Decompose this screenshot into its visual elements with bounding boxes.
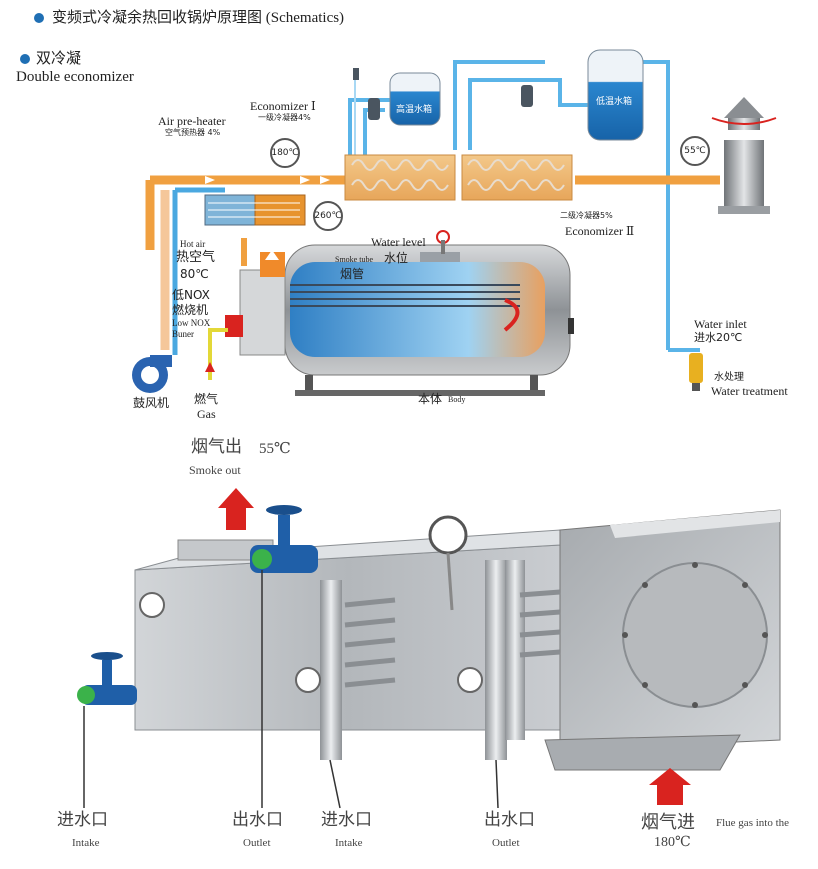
water-treatment-cn: 水处理 bbox=[714, 372, 744, 383]
subtitle-cn: 双冷凝 bbox=[36, 49, 82, 67]
economizer1-en: Economizer Ⅰ bbox=[250, 99, 316, 113]
inlet-valve-icon bbox=[77, 652, 137, 705]
outlet-1-en: Outlet bbox=[243, 837, 271, 849]
water-level-en: Water level bbox=[371, 235, 426, 249]
flue-in-cn: 烟气进 bbox=[641, 812, 695, 833]
economizer-1 bbox=[344, 154, 456, 201]
pump-icons bbox=[353, 68, 533, 120]
smoke-out-cn: 烟气出 bbox=[191, 437, 242, 457]
gauge-55: 55℃ bbox=[680, 136, 710, 166]
outlet-2-en: Outlet bbox=[492, 837, 520, 849]
air-preheater-cn: 空气预热器 4% bbox=[165, 128, 221, 137]
burner-en-1: Low NOX bbox=[172, 318, 211, 328]
subtitle-en: Double economizer bbox=[16, 69, 134, 85]
gas-en: Gas bbox=[197, 407, 216, 421]
flue-in-temp: 180℃ bbox=[654, 835, 691, 850]
intake-1-en: Intake bbox=[72, 837, 100, 849]
intake-2-cn: 进水口 bbox=[321, 810, 372, 830]
water-inlet-cn: 进水20℃ bbox=[694, 331, 743, 344]
economizer2-cn: 二级冷凝器5% bbox=[560, 211, 613, 220]
outlet-valve-icon bbox=[250, 505, 318, 573]
smoke-out-temp: 55℃ bbox=[259, 441, 291, 457]
hot-air-temp: 80℃ bbox=[180, 267, 209, 281]
burner-en-2: Buner bbox=[172, 329, 194, 339]
gas-cn: 燃气 bbox=[194, 392, 219, 406]
water-treatment-en: Water treatment bbox=[711, 384, 788, 398]
high-temp-tank-label: 高温水箱 bbox=[396, 105, 433, 115]
air-preheater-en: Air pre-heater bbox=[158, 114, 226, 128]
fan-cn: 鼓风机 bbox=[133, 396, 170, 410]
chimney-icon bbox=[711, 97, 777, 214]
smoke-out-en: Smoke out bbox=[189, 463, 241, 477]
water-treatment-unit bbox=[689, 353, 703, 391]
page-title: 变频式冷凝余热回收锅炉原理图 (Schematics) bbox=[52, 10, 345, 26]
economizer1-cn: 一级冷凝器4% bbox=[258, 113, 311, 122]
economizer2-en: Economizer Ⅱ bbox=[565, 224, 635, 238]
intake-2-en: Intake bbox=[335, 837, 363, 849]
title-bullet-icon bbox=[34, 13, 44, 23]
gauge-260: 260℃ bbox=[313, 201, 343, 231]
gauge-180: 180℃ bbox=[270, 138, 300, 168]
economizer-2 bbox=[461, 154, 573, 201]
air-preheater bbox=[204, 194, 306, 226]
water-inlet-en: Water inlet bbox=[694, 317, 747, 331]
blower-fan-icon bbox=[132, 355, 172, 393]
boiler-body bbox=[284, 244, 574, 396]
flow-arrows bbox=[205, 176, 330, 184]
subtitle-bullet-icon bbox=[20, 54, 30, 64]
low-temp-tank-label: 低温水箱 bbox=[596, 97, 633, 107]
burner-cn-2: 燃烧机 bbox=[172, 303, 209, 317]
low-temp-tank bbox=[587, 49, 644, 141]
body-en: Body bbox=[448, 395, 466, 404]
gas-line bbox=[205, 328, 228, 380]
schematic-diagram bbox=[132, 49, 777, 396]
smoke-tube-cn: 烟管 bbox=[340, 267, 365, 281]
burner bbox=[225, 238, 286, 356]
burner-cn-1: 低NOX bbox=[172, 288, 210, 302]
economizer-3d-view bbox=[77, 488, 781, 809]
water-level-cn: 水位 bbox=[384, 251, 409, 265]
flue-in-en: Flue gas into the bbox=[716, 817, 790, 829]
smoke-tube-en: Smoke tube bbox=[335, 255, 373, 264]
intake-1-cn: 进水口 bbox=[57, 810, 108, 830]
hot-flue-pipes bbox=[145, 175, 720, 250]
body-cn: 本体 bbox=[418, 392, 443, 406]
water-level-valve bbox=[420, 230, 460, 262]
outlet-2-cn: 出水口 bbox=[484, 810, 535, 830]
hot-air-en: Hot air bbox=[180, 239, 206, 249]
high-temp-tank bbox=[389, 72, 441, 126]
hot-air-cn: 热空气 bbox=[176, 250, 216, 265]
outlet-1-cn: 出水口 bbox=[232, 810, 283, 830]
